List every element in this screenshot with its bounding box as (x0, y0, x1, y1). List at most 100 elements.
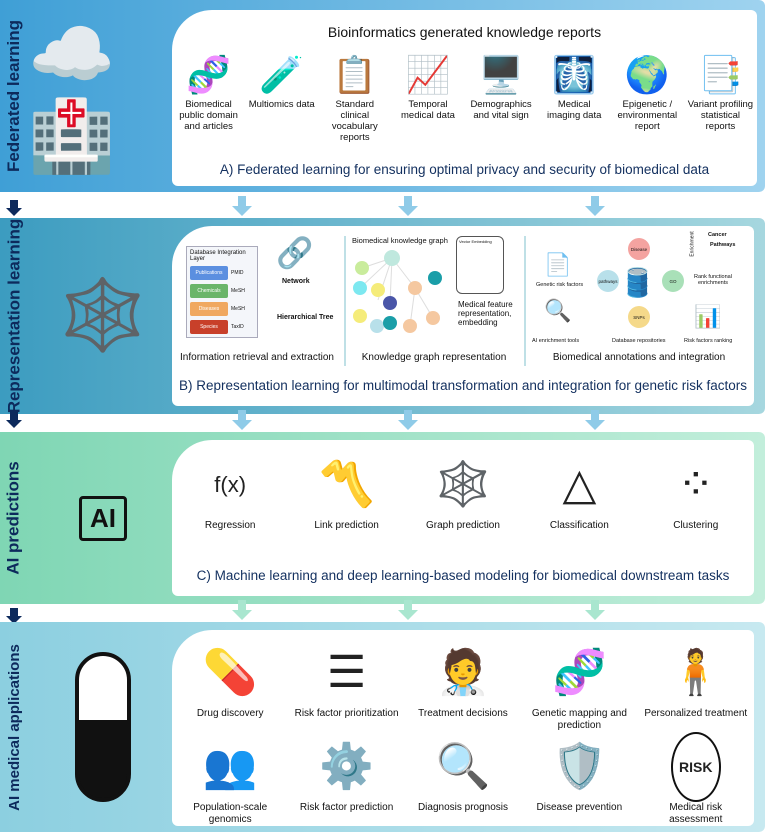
item-chart-clock: 📈 Temporal medical data (394, 50, 462, 122)
connector-arrow-icon (232, 196, 252, 216)
ranking-icon: 📊 (694, 304, 722, 329)
network-icon: 🔗 (276, 237, 314, 270)
section-label: Representation learning (0, 218, 28, 414)
item-label: Risk factor prioritization (294, 708, 399, 719)
item-label: Drug discovery (196, 708, 264, 719)
item-label: Biomedical public domain and articles (179, 99, 238, 132)
network-label: Network (282, 278, 310, 285)
network-person-icon: 🕸️ (59, 276, 147, 354)
report-icon: 📑 (698, 54, 743, 95)
section-label: AI predictions (0, 432, 28, 604)
db-node: pathways (597, 270, 619, 292)
box-title: Database Integration Layer (190, 250, 246, 262)
item-label: Regression (204, 520, 256, 531)
item-regression-curve: f(x) Regression (180, 450, 280, 532)
representation-learning-section: Representation learning 🕸️ Database Inte… (0, 218, 765, 414)
tree-label: Hierarchical Tree (277, 314, 334, 321)
item-label: Disease prevention (536, 802, 623, 813)
connector-arrow-icon (232, 410, 252, 430)
person-dna-icon: 🧍 (668, 648, 724, 697)
federated-learning-section: Federated learning ☁️🏥 Bioinformatics ge… (0, 0, 765, 192)
db-row-source: MeSH (231, 288, 245, 294)
item-label: Demographics and vital sign (470, 99, 532, 121)
item-label: Graph prediction (426, 520, 500, 531)
connector-arrow-icon (398, 410, 418, 430)
classification-tree-icon: △ (562, 460, 597, 509)
label-text: AI medical applications (5, 643, 23, 811)
caption: B) Representation learning for multimoda… (178, 378, 748, 393)
item-clipboard: 📋Standard clinical vocabulary reports (321, 50, 389, 144)
sub-caption: Biomedical annotations and integration (552, 352, 726, 363)
feature-label: Medical feature representation, embeddin… (458, 300, 513, 327)
connector-arrow-icon (398, 600, 418, 620)
ranked-list-icon: ☰ (326, 648, 367, 697)
item-label: Temporal medical data (401, 99, 455, 121)
item-dna-gear: ⚙️Risk factor prediction (294, 732, 399, 814)
down-arrow-icon (6, 608, 22, 624)
capsule-dna-person-icon (28, 630, 178, 824)
connector-arrow-icon (585, 196, 605, 216)
connector-arrow-icon (232, 600, 252, 620)
section-label: AI medical applications (0, 622, 28, 832)
db-node: SNPs (628, 306, 650, 328)
item-label: Risk factor prediction (299, 802, 394, 813)
population-growth-icon: 👥 (202, 742, 258, 791)
ai-medical-applications-section: AI medical applications 💊 Drug discovery ☰… (0, 622, 765, 832)
connector-arrow-icon (585, 410, 605, 430)
db-row-name: Chemicals (190, 284, 228, 298)
cloud-hospital-icon: ☁️🏥 (28, 15, 116, 175)
sub-caption: Information retrieval and extraction (180, 352, 334, 363)
panel-title: Bioinformatics generated knowledge repor… (327, 24, 602, 40)
dna-barcode-icon: 🧬 (551, 648, 607, 697)
chart-clock-icon: 📈 (405, 54, 451, 95)
label-text: Representation learning (4, 218, 24, 414)
item-classification-tree: △Classification (529, 450, 629, 532)
item-shield-virus: 🛡️Disease prevention (527, 732, 632, 814)
item-dna-earth: 🌍 Epigenetic / environmental report (613, 50, 681, 133)
item-label: Diagnosis prognosis (417, 802, 508, 813)
caption: A) Federated learning for ensuring optim… (219, 162, 710, 177)
item-person-dna: 🧍Personalized treatment (643, 638, 748, 720)
heart-magnifier-icon: 🔍 (435, 742, 491, 791)
item-label: Multiomics data (248, 99, 315, 110)
item-clustering: ⁘Clustering (646, 450, 746, 532)
panel: f(x)Regression〽️Link prediction🕸️Graph p… (172, 440, 754, 596)
pathways-label: Pathways (710, 242, 736, 248)
application-row: 👥Population-scale genomics⚙️Risk factor … (172, 732, 754, 825)
item-report: 📑 Variant profiling statistical reports (686, 50, 754, 133)
item-population-growth: 👥Population-scale genomics (178, 732, 283, 825)
db-row-source: MeSH (231, 306, 245, 312)
item-label: Medical imaging data (546, 99, 602, 121)
vector-label: Vector Embedding (459, 239, 492, 244)
item-heart-magnifier: 🔍 Diagnosis prognosis (410, 732, 515, 814)
item-label: Epigenetic / environmental report (617, 99, 678, 132)
item-dna-document: 🧬Biomedical public domain and articles (175, 50, 243, 133)
db-row-source: TaxID (231, 324, 244, 330)
multiomics-icon: 🧪 (259, 54, 305, 95)
item-label: Treatment decisions (418, 708, 508, 719)
item-dna-barcode: 🧬 Genetic mapping and prediction (527, 638, 632, 731)
db-row-name: Diseases (190, 302, 228, 316)
db-row-name: Publications (190, 266, 228, 280)
item-label: Variant profiling statistical reports (687, 99, 754, 132)
ai-chip-dna-icon: AI (28, 440, 178, 596)
item-label: Genetic mapping and prediction (531, 708, 627, 731)
item-label: Medical risk assessment (669, 802, 723, 825)
monitor-icon: 🖥️ (478, 54, 524, 95)
doctor-chart-icon: 🧑‍⚕️ (435, 648, 491, 697)
sub-caption: Knowledge graph representation (361, 352, 507, 363)
dna-earth-icon: 🌍 (624, 54, 670, 95)
clipboard-icon: 📋 (332, 54, 378, 95)
item-doctor-chart: 🧑‍⚕️ Treatment decisions (410, 638, 515, 720)
divider (524, 236, 526, 366)
ai-predictions-section: AI predictions AI f(x)Regression〽️Link p… (0, 432, 765, 604)
regression-curve-icon: f(x) (214, 472, 247, 497)
pill-magnifier-icon: 💊 (202, 648, 258, 697)
kg-title: Biomedical knowledge graph (352, 236, 448, 245)
